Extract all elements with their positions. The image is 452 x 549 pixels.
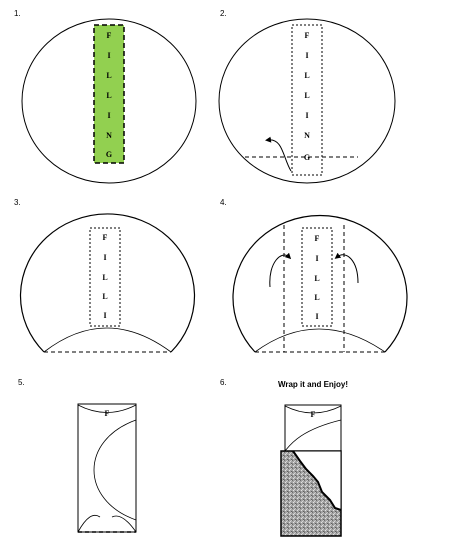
filling-letter: F — [315, 234, 320, 243]
filling-letter: L — [106, 91, 111, 100]
step-1: 1. F I L L I N G — [14, 9, 197, 184]
filling-letters: F I L L I — [102, 233, 107, 320]
step-3-number: 3. — [14, 198, 21, 207]
folded-flap — [43, 327, 172, 353]
filling-letter: G — [106, 150, 112, 159]
filling-letter: L — [102, 292, 107, 301]
fold-arrow — [265, 136, 292, 172]
folded-rectangle — [77, 403, 137, 533]
step-6-caption: Wrap it and Enjoy! — [278, 380, 348, 389]
left-fold-arrow — [269, 252, 292, 288]
step-1-number: 1. — [14, 9, 21, 18]
filling-letter: L — [314, 293, 319, 302]
filling-letter: L — [314, 274, 319, 283]
filling-letter: I — [107, 111, 110, 120]
bottom-right-flap — [111, 515, 137, 533]
tortilla-circle — [218, 18, 396, 184]
bottom-left-flap — [77, 514, 101, 533]
filling-letter: I — [315, 254, 318, 263]
top-flap-curve — [77, 404, 137, 413]
filling-letter: I — [305, 111, 308, 120]
side-flap-curve — [93, 419, 137, 521]
filling-letter: G — [304, 153, 310, 162]
filling-letter: N — [304, 131, 310, 140]
step-5-number: 5. — [18, 378, 25, 387]
folded-tortilla — [19, 213, 196, 353]
step-6: 6. Wrap it and Enjoy! F — [220, 378, 348, 537]
side-flap-curve — [284, 419, 342, 452]
filling-letter: L — [304, 91, 309, 100]
folded-flap — [254, 328, 386, 353]
foil-tear-line — [292, 450, 342, 511]
filling-letter: L — [106, 71, 111, 80]
step-5: 5. F — [18, 378, 137, 533]
step-2: 2. F I L L I N G — [218, 9, 396, 184]
filling-letter: L — [102, 273, 107, 282]
filling-letters: F I L L I — [314, 234, 319, 321]
step-4: 4. F I L L I — [220, 198, 408, 353]
folded-tortilla — [232, 214, 408, 353]
filling-letters: F I L L I N G — [304, 31, 310, 162]
filling-letter: I — [305, 51, 308, 60]
filling-letter: F — [107, 31, 112, 40]
filling-letter: F — [311, 410, 316, 419]
step-4-number: 4. — [220, 198, 227, 207]
filling-letters: F I L L I N G — [106, 31, 112, 159]
filling-letter: F — [103, 233, 108, 242]
right-fold-arrow — [334, 252, 359, 284]
filling-letter: I — [107, 51, 110, 60]
step-3: 3. F I L L I — [14, 198, 196, 353]
filling-strip — [93, 24, 125, 164]
step-6-number: 6. — [220, 378, 227, 387]
filling-outline — [291, 24, 323, 176]
filling-letter: F — [105, 409, 110, 418]
filling-letter: F — [305, 31, 310, 40]
step-2-number: 2. — [220, 9, 227, 18]
filling-letter: N — [106, 131, 112, 140]
filling-letter: I — [103, 311, 106, 320]
filling-letter: I — [315, 312, 318, 321]
filling-letter: I — [103, 253, 106, 262]
filling-letter: L — [304, 71, 309, 80]
top-flap-curve — [284, 405, 342, 414]
